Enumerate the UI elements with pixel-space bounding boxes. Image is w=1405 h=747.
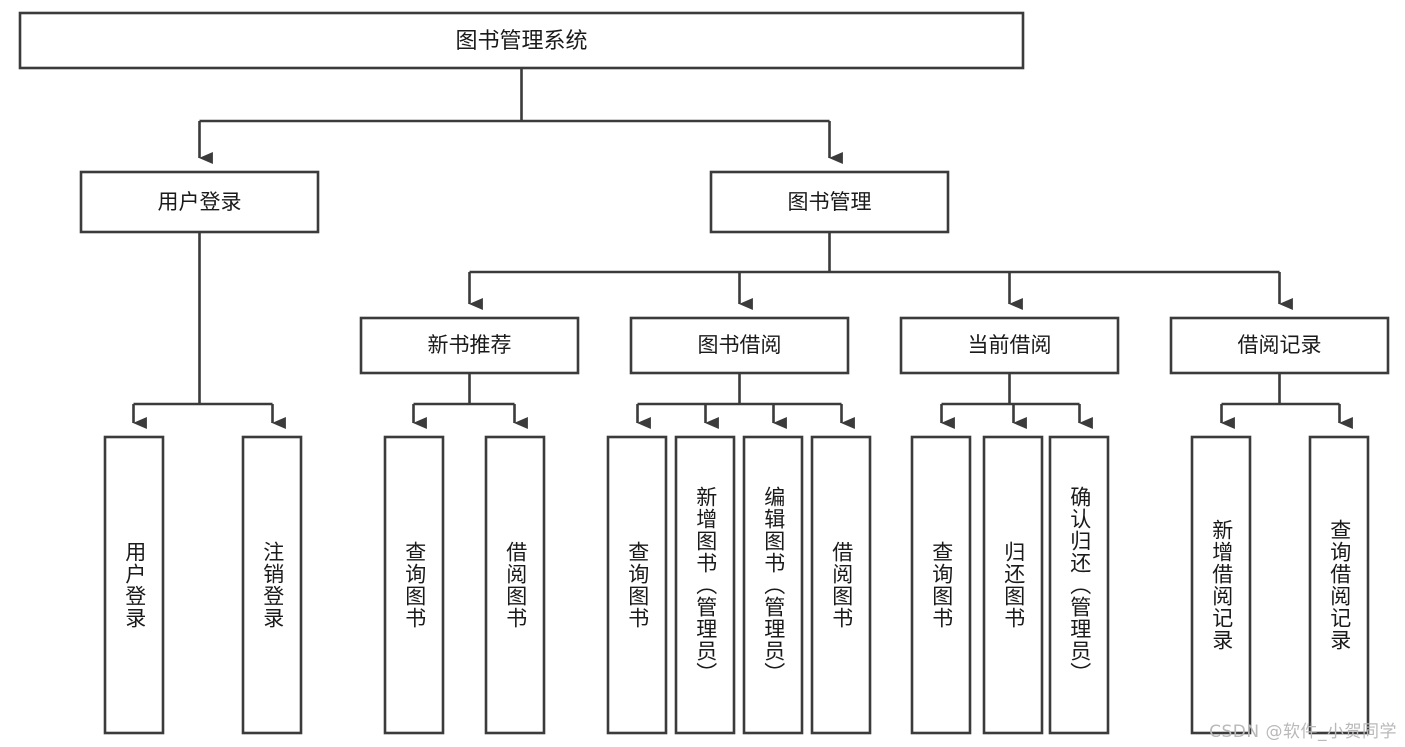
node-borrow-records[interactable]: 借阅记录 xyxy=(1169,316,1390,375)
node-current-borrow[interactable]: 当前借阅 xyxy=(899,316,1120,375)
leaf-box-return-book[interactable] xyxy=(982,435,1044,735)
node-book-borrow-label: 图书借阅 xyxy=(698,333,782,357)
node-book-management[interactable]: 图书管理 xyxy=(709,170,950,234)
node-borrow-records-label: 借阅记录 xyxy=(1238,333,1322,357)
node-user-login-label: 用户登录 xyxy=(158,190,242,214)
node-root-box[interactable] xyxy=(18,11,1025,70)
node-book-borrow-box[interactable] xyxy=(629,316,850,375)
leaf-box-user-login[interactable] xyxy=(103,435,165,735)
leaf-box-add-borrow-record[interactable] xyxy=(1190,435,1252,735)
leaf-box-group xyxy=(103,435,1370,735)
node-new-book-recommend[interactable]: 新书推荐 xyxy=(359,316,580,375)
node-root[interactable]: 图书管理系统 xyxy=(18,11,1025,70)
node-current-borrow-box[interactable] xyxy=(899,316,1120,375)
leaf-box-query-books-borrow[interactable] xyxy=(606,435,668,735)
watermark-text: CSDN @软件_小贺同学 xyxy=(1209,722,1397,742)
node-user-login-box[interactable] xyxy=(79,170,320,234)
node-user-login[interactable]: 用户登录 xyxy=(79,170,320,234)
node-current-borrow-label: 当前借阅 xyxy=(968,333,1052,357)
node-borrow-records-box[interactable] xyxy=(1169,316,1390,375)
edge-group xyxy=(132,68,1353,429)
leaf-box-add-book-admin[interactable] xyxy=(674,435,736,735)
node-new-book-recommend-label: 新书推荐 xyxy=(428,333,512,357)
leaf-box-query-books-new[interactable] xyxy=(383,435,445,735)
leaf-box-query-books-current[interactable] xyxy=(910,435,972,735)
leaf-box-borrow-book[interactable] xyxy=(810,435,872,735)
leaf-box-borrow-books-new[interactable] xyxy=(484,435,546,735)
leaf-box-edit-book-admin[interactable] xyxy=(742,435,804,735)
node-root-label: 图书管理系统 xyxy=(455,29,587,54)
leaf-box-query-borrow-record[interactable] xyxy=(1308,435,1370,735)
node-new-book-recommend-box[interactable] xyxy=(359,316,580,375)
leaf-box-confirm-return-admin[interactable] xyxy=(1048,435,1110,735)
leaf-box-logout[interactable] xyxy=(241,435,303,735)
node-book-management-box[interactable] xyxy=(709,170,950,234)
node-book-management-label: 图书管理 xyxy=(788,190,872,214)
node-book-borrow[interactable]: 图书借阅 xyxy=(629,316,850,375)
